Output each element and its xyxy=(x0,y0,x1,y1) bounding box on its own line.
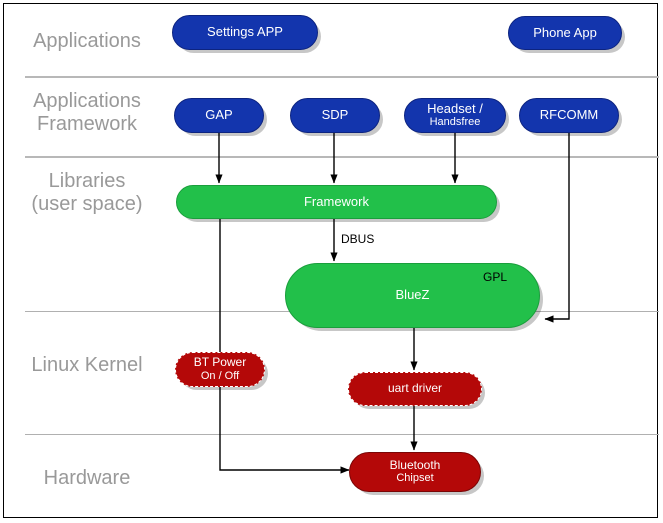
node-phone-app-label: Phone App xyxy=(533,24,597,40)
divider-applications-framework xyxy=(25,156,659,158)
node-sdp-label: SDP xyxy=(321,107,349,123)
node-framework-label: Framework xyxy=(303,193,369,209)
node-phone-app[interactable]: Phone App xyxy=(508,16,622,50)
node-rfcomm[interactable]: RFCOMM xyxy=(519,98,619,133)
node-gap[interactable]: GAP xyxy=(174,98,264,133)
node-framework[interactable]: Framework xyxy=(176,185,497,219)
node-bluez-label: BlueZ xyxy=(395,287,430,303)
node-bluetooth-chipset-label: Bluetooth Chipset xyxy=(389,457,441,485)
node-bluetooth-chipset-line1: Bluetooth xyxy=(389,457,441,472)
layer-label-libraries: Libraries (user space) xyxy=(31,170,143,215)
node-bluez-gpl-badge: GPL xyxy=(483,270,508,284)
node-headset-handsfree-line1: Headset / xyxy=(427,100,483,116)
layer-label-applications-framework: Applications Framework xyxy=(33,90,141,135)
node-gap-label: GAP xyxy=(205,107,233,123)
divider-linux-kernel xyxy=(25,434,659,435)
node-bt-power-line1: BT Power xyxy=(193,355,247,370)
node-settings-app-label: Settings APP xyxy=(207,24,283,40)
layer-label-applications: Applications xyxy=(33,30,141,52)
diagram-border xyxy=(3,3,658,518)
node-headset-handsfree-line2: Handsfree xyxy=(429,116,481,129)
node-bluetooth-chipset[interactable]: Bluetooth Chipset xyxy=(349,452,481,492)
node-uart-driver[interactable]: uart driver xyxy=(348,372,482,406)
node-headset-handsfree-label: Headset / Handsfree xyxy=(427,100,483,129)
node-headset-handsfree[interactable]: Headset / Handsfree xyxy=(404,98,506,133)
node-bt-power-line2: On / Off xyxy=(200,369,240,382)
node-uart-driver-label: uart driver xyxy=(387,381,443,396)
node-settings-app[interactable]: Settings APP xyxy=(172,15,318,50)
edge-label-dbus: DBUS xyxy=(339,232,377,246)
node-rfcomm-label: RFCOMM xyxy=(539,107,599,123)
layer-label-linux-kernel: Linux Kernel xyxy=(31,354,143,376)
divider-applications xyxy=(25,76,659,78)
node-bt-power-label: BT Power On / Off xyxy=(194,356,246,382)
node-bt-power[interactable]: BT Power On / Off xyxy=(175,352,265,387)
node-sdp[interactable]: SDP xyxy=(290,98,380,133)
layer-label-hardware: Hardware xyxy=(43,467,131,489)
node-bluetooth-chipset-line2: Chipset xyxy=(396,472,434,485)
